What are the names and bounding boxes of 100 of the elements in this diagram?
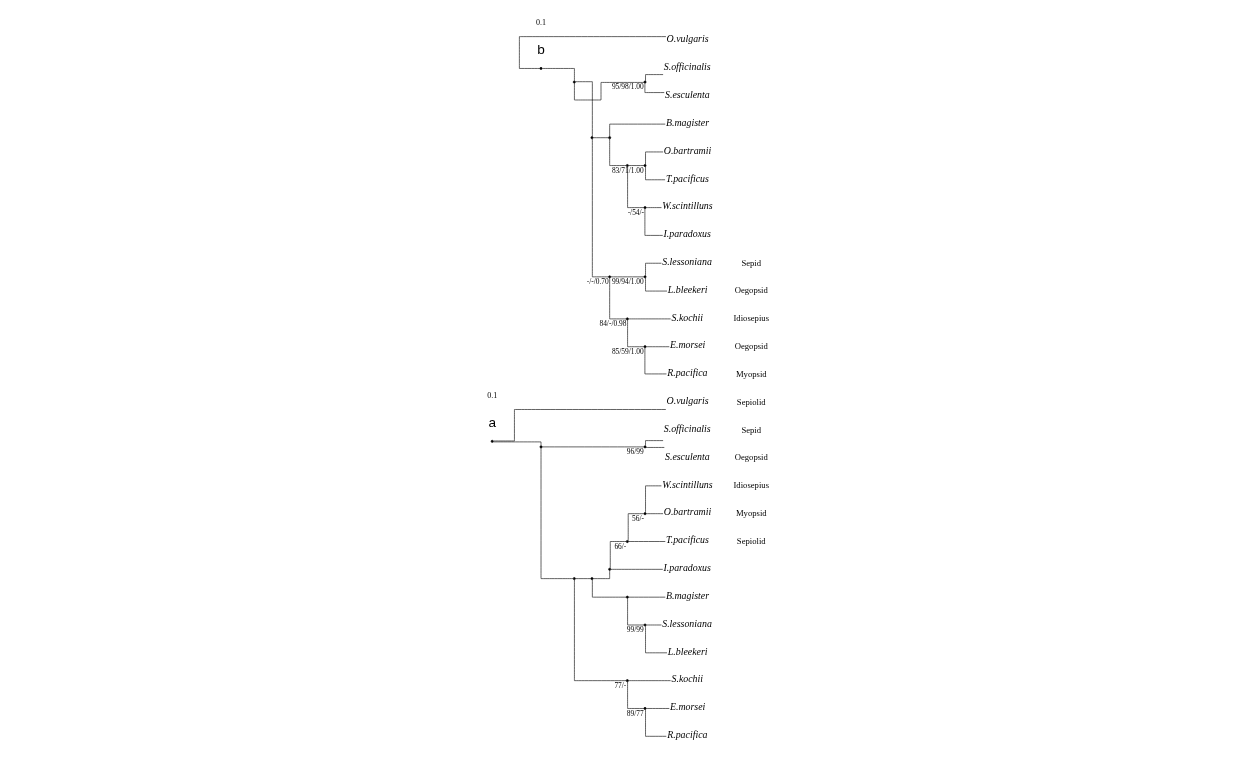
node-point	[539, 67, 543, 70]
connector	[492, 441, 542, 447]
label: Myopsid	[735, 368, 767, 379]
node-text: W.scintilluns	[662, 478, 713, 490]
connector	[610, 276, 645, 278]
node-point	[625, 595, 629, 599]
node-text: S.kochii	[671, 673, 704, 685]
connector	[628, 318, 671, 320]
node-text: T.pacificus	[665, 172, 709, 184]
connector	[627, 319, 645, 348]
label: Idiosepius	[733, 313, 770, 324]
label: Idiosepius	[733, 480, 770, 491]
node-text: B.magister	[665, 589, 710, 601]
connector	[574, 579, 627, 681]
connector	[519, 36, 667, 69]
connector	[592, 570, 610, 579]
node-point	[643, 164, 647, 167]
node-point	[643, 80, 647, 84]
connector	[628, 596, 666, 598]
node-point	[539, 445, 543, 449]
label: Oegopsid	[734, 285, 768, 296]
node-point	[643, 707, 647, 710]
node-point	[590, 577, 594, 581]
connector	[592, 137, 609, 139]
node-text: L.bleekeri	[667, 283, 708, 295]
node-point	[572, 577, 576, 581]
connector	[645, 262, 662, 277]
label: Oegopsid	[734, 341, 768, 352]
connector	[645, 624, 662, 626]
connector	[628, 680, 671, 681]
connector	[628, 541, 666, 542]
label: b	[537, 41, 545, 57]
node-point	[643, 623, 647, 627]
connector	[609, 277, 627, 320]
node-point	[643, 345, 647, 349]
connector	[575, 578, 592, 579]
connector	[645, 207, 662, 208]
connector	[542, 68, 575, 82]
connector	[592, 138, 609, 278]
connector	[645, 513, 664, 514]
node-text: S.lessoniana	[662, 255, 712, 267]
node-text: T.pacificus	[665, 534, 709, 546]
node-point	[643, 206, 647, 209]
node-point	[608, 567, 612, 571]
node-text: O.bartramii	[663, 144, 712, 156]
connector	[592, 579, 627, 598]
connector	[644, 347, 667, 375]
node-point	[625, 317, 629, 321]
label: Sepiolid	[736, 396, 766, 407]
connector	[628, 165, 645, 166]
label: Myopsid	[735, 507, 767, 518]
node-text: S.officinalis	[663, 422, 711, 434]
node-text: I.paradoxus	[663, 228, 711, 240]
connector	[610, 569, 664, 570]
connector	[627, 598, 645, 626]
connector	[627, 166, 645, 208]
label: Sepid	[741, 257, 762, 268]
node-text: E.morsei	[669, 339, 706, 351]
connector	[644, 82, 665, 93]
connector	[493, 409, 667, 442]
label: Sepid	[741, 424, 762, 435]
node-point	[643, 512, 647, 516]
node-text: I.paradoxus	[663, 562, 711, 574]
node-point	[625, 679, 629, 683]
connector	[645, 440, 664, 446]
label: Sepiolid	[736, 535, 766, 546]
connector	[645, 166, 666, 181]
connector	[609, 123, 666, 137]
node-text: L.bleekeri	[667, 645, 708, 657]
node-point	[490, 439, 494, 443]
connector	[645, 74, 664, 82]
connector	[645, 277, 668, 292]
node-text: S.lessoniana	[662, 617, 712, 629]
node-point	[590, 136, 594, 140]
connector	[540, 447, 574, 579]
connector	[645, 151, 664, 165]
label: Oegopsid	[734, 452, 768, 463]
node-point	[608, 136, 612, 140]
node-text: O.vulgaris	[666, 33, 709, 45]
connector	[645, 709, 667, 737]
connector	[627, 681, 645, 709]
node-text: O.bartramii	[663, 506, 712, 518]
node-text: O.vulgaris	[666, 395, 709, 407]
node-text: B.magister	[665, 116, 710, 128]
node-point	[608, 275, 612, 279]
connector	[645, 485, 662, 513]
node-point	[643, 275, 647, 279]
node-text: E.morsei	[669, 701, 706, 713]
connector	[627, 513, 644, 541]
connector	[644, 208, 664, 236]
node-text: S.esculenta	[665, 89, 710, 101]
connector	[541, 446, 645, 448]
label: a	[488, 414, 496, 430]
node-text: S.esculenta	[665, 450, 710, 462]
connector	[609, 138, 627, 166]
connector	[609, 541, 627, 569]
connector	[645, 708, 670, 709]
node-text: R.pacifica	[667, 729, 708, 741]
node-point	[643, 445, 647, 449]
node-text: W.scintilluns	[662, 200, 713, 212]
